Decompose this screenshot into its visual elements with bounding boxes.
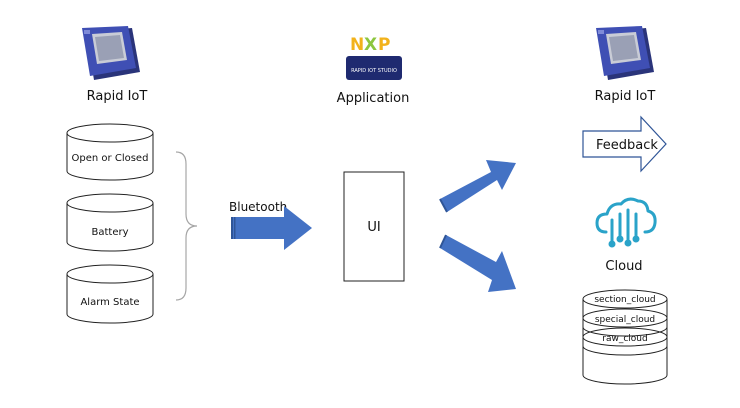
- ui-box-label: UI: [367, 220, 380, 235]
- application-label: Application: [337, 91, 410, 106]
- grouping-bracket: [175, 151, 198, 301]
- nxp-letter-n: N: [350, 35, 364, 55]
- bluetooth-label: Bluetooth: [229, 200, 287, 214]
- sensor-cylinder-open-closed: Open or Closed: [66, 123, 154, 181]
- logo-brand-text: RAPID IOT STUDIO: [351, 68, 397, 74]
- arrow-to-cloud: [439, 234, 516, 292]
- rapid-iot-device-right: [596, 26, 654, 80]
- sensor-label-alarm: Alarm State: [80, 297, 139, 308]
- nxp-logo: N X P RAPID IOT STUDIO: [346, 35, 402, 80]
- db-layer-special-cloud: special_cloud: [595, 315, 655, 325]
- device-icon-right: [596, 26, 654, 80]
- rapid-iot-device-left: [82, 26, 140, 80]
- feedback-label: Feedback: [596, 138, 658, 153]
- sensor-label-battery: Battery: [91, 227, 128, 238]
- arrow-to-feedback: [439, 160, 516, 213]
- cloud-label: Cloud: [605, 259, 642, 274]
- device-left-label: Rapid IoT: [87, 89, 148, 104]
- sensor-cylinder-battery: Battery: [66, 193, 154, 252]
- cloud-database: section_cloud special_cloud raw_cloud: [582, 289, 668, 385]
- feedback-arrow: [582, 115, 667, 173]
- bluetooth-arrow: [231, 206, 312, 250]
- nxp-letter-p: P: [378, 35, 390, 55]
- sensor-cylinder-alarm: Alarm State: [66, 264, 154, 324]
- ui-box: [343, 171, 405, 282]
- device-right-label: Rapid IoT: [595, 89, 656, 104]
- db-layer-section-cloud: section_cloud: [594, 295, 655, 305]
- device-icon: [82, 26, 140, 80]
- sensor-label-open-closed: Open or Closed: [72, 153, 149, 164]
- nxp-letter-x: X: [364, 35, 377, 55]
- cloud-icon: [595, 197, 657, 248]
- db-layer-raw-cloud: raw_cloud: [602, 334, 647, 344]
